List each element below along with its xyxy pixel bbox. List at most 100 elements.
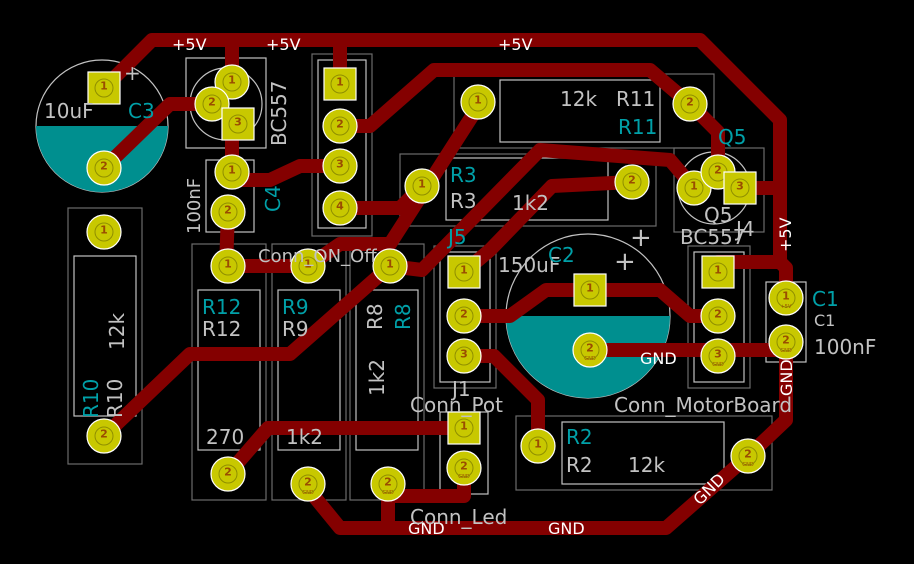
net-label-gnd-5: GND [777, 359, 796, 396]
pad-r9-1[interactable]: 1 [290, 248, 326, 284]
pad-r11-1[interactable]: 1 [460, 84, 496, 120]
pad-j1-1[interactable]: 1 [447, 411, 481, 445]
pad-r3-1[interactable]: 1 [404, 168, 440, 204]
net-label-vcc-3: +5V [498, 35, 533, 54]
net-label-vcc-4: +5V [776, 217, 795, 252]
pad-shape [446, 450, 482, 486]
pad-c4-2[interactable]: 2 [210, 194, 246, 230]
pad-shape [322, 148, 358, 184]
pad-r12-2[interactable]: 2 [210, 456, 246, 492]
pad-drill [708, 346, 728, 366]
pad-c1-1[interactable]: 1+5V [768, 280, 804, 316]
pad-c3-2[interactable]: 2 [86, 150, 122, 186]
c1-ref2: C1 [814, 311, 835, 330]
pad-r12-1[interactable]: 1 [210, 248, 246, 284]
r2-outline [561, 421, 725, 485]
pad-r8-1[interactable]: 1 [372, 248, 408, 284]
conn-on-off-label: Conn_ON_Off [258, 246, 377, 267]
net-label-gnd-1: GND [408, 519, 445, 538]
pad-drill [94, 158, 114, 178]
pad-j5-2[interactable]: 2 [446, 298, 482, 334]
pad-number: 1 [690, 180, 698, 193]
pad-shape [447, 411, 481, 445]
r11-ref: R11 [616, 87, 655, 111]
pad-j3-2[interactable]: 2 [322, 108, 358, 144]
pad-shape [214, 154, 250, 190]
r10-value: 12k [105, 313, 129, 350]
pad-r2-1[interactable]: 1 [520, 428, 556, 464]
conn-led-label: Conn_Led [410, 505, 507, 529]
pad-r11-2[interactable]: 2 [672, 86, 708, 122]
pad-j3-4[interactable]: 4 [322, 190, 358, 226]
pad-j3-1[interactable]: 1 [323, 67, 357, 101]
track-r10-r8 [97, 259, 397, 443]
pad-number: 2 [304, 476, 312, 489]
pad-shape [768, 280, 804, 316]
pad-c3-1[interactable]: 1 [87, 71, 121, 105]
c1-value: 100nF [814, 335, 876, 359]
pad-drill [730, 178, 750, 198]
pad-shape [446, 338, 482, 374]
pad-shape [322, 190, 358, 226]
pad-c2-1[interactable]: 1 [573, 273, 607, 307]
pad-drill [528, 436, 548, 456]
pad-r3-2[interactable]: 2 [614, 164, 650, 200]
r2-ref2: R2 [566, 453, 593, 477]
j5-ref: J5 [446, 225, 467, 249]
track-vcc-ring [97, 33, 787, 269]
pad-j4-1[interactable]: 1 [701, 255, 735, 289]
pad-shape [372, 248, 408, 284]
r10-outline [73, 255, 137, 417]
pad-r10-2[interactable]: 2 [86, 418, 122, 454]
r9-value: 1k2 [286, 425, 323, 449]
j1-ref: J1 [450, 377, 471, 401]
pad-drill [218, 202, 238, 222]
pad-number: 3 [736, 180, 744, 193]
track-j3-r11 [333, 63, 697, 133]
q-left-value: BC557 [267, 80, 291, 146]
pad-number: 2 [744, 448, 752, 461]
pad-drill [708, 306, 728, 326]
pad-q-3[interactable]: 3 [221, 107, 255, 141]
pad-r10-1[interactable]: 1 [86, 214, 122, 250]
pad-j5-3[interactable]: 3 [446, 338, 482, 374]
pad-drill [222, 162, 242, 182]
pad-q-2[interactable]: 2 [194, 86, 230, 122]
pad-shape [194, 86, 230, 122]
pad-number: 1 [336, 76, 344, 89]
pad-c4-1[interactable]: 1 [214, 154, 250, 190]
pad-drill [330, 198, 350, 218]
pad-j5-1[interactable]: 1 [447, 255, 481, 289]
pad-drill [330, 156, 350, 176]
r2-ref: R2 [566, 425, 593, 449]
q5-ref: Q5 [718, 125, 746, 149]
pad-net: +5V [781, 304, 792, 310]
r12-ref2: R12 [202, 317, 241, 341]
pad-number: 2 [384, 476, 392, 489]
r11-value: 12k [560, 87, 597, 111]
pad-j3-3[interactable]: 3 [322, 148, 358, 184]
pad-shape [447, 255, 481, 289]
pad-drill [738, 446, 758, 466]
pad-q-1[interactable]: 1 [214, 64, 250, 100]
pad-drill [298, 474, 318, 494]
pad-drill [94, 426, 114, 446]
pad-number: 3 [234, 116, 242, 129]
r10-ref: R10 [79, 379, 103, 418]
pad-number: 3 [460, 348, 468, 361]
pad-number: 1 [386, 258, 394, 271]
pad-q5-3[interactable]: 3 [723, 171, 757, 205]
r11-ref2: R11 [618, 115, 657, 139]
pad-shape [614, 164, 650, 200]
pad-shape [460, 84, 496, 120]
pad-shape [730, 438, 766, 474]
pad-j4-2[interactable]: 2 [700, 298, 736, 334]
